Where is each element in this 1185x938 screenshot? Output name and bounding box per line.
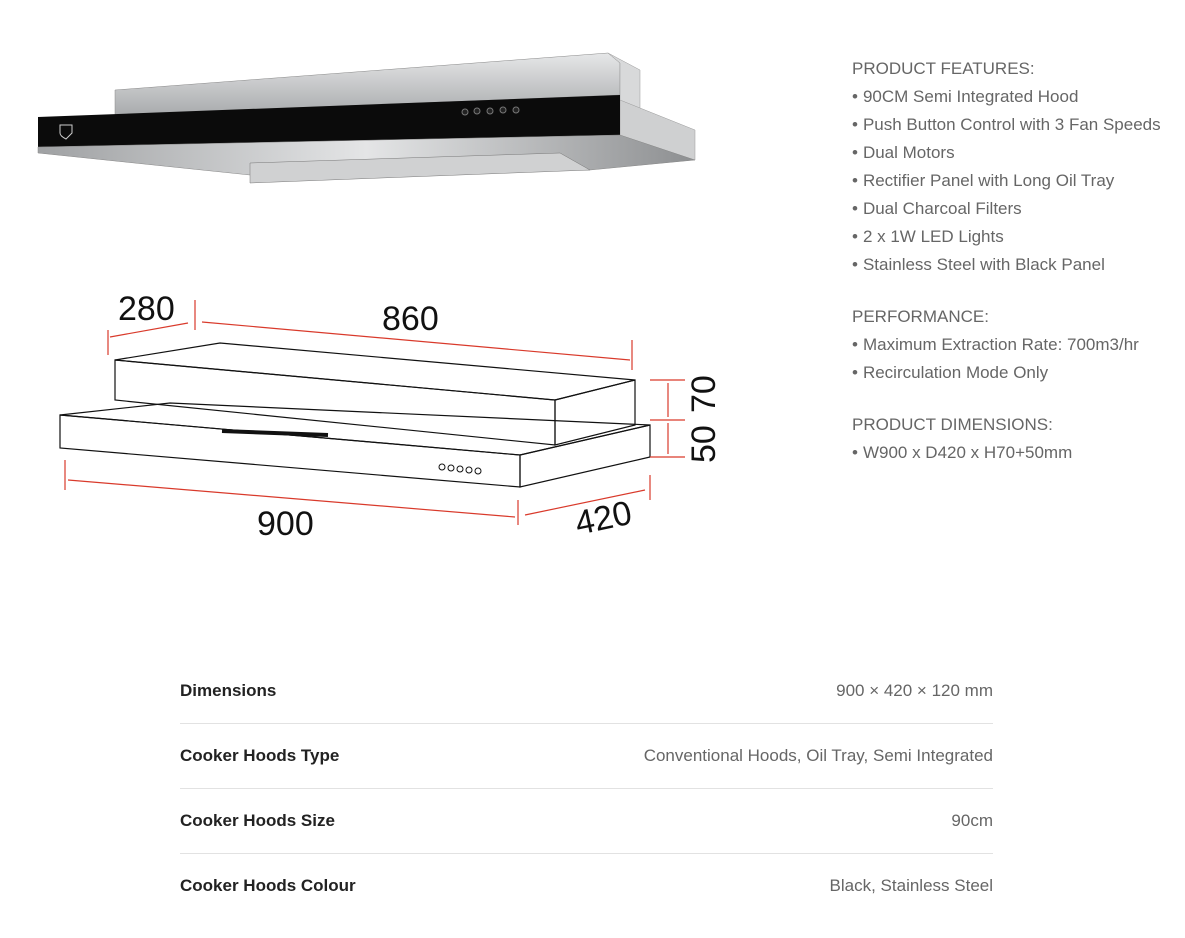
dim-420: 420 <box>572 494 635 543</box>
spec-label: Dimensions <box>180 681 277 700</box>
dim-70: 70 <box>685 375 723 413</box>
performance-list: Maximum Extraction Rate: 700m3/hr Recirc… <box>852 331 1161 387</box>
performance-heading: PERFORMANCE: <box>852 307 989 326</box>
list-item: Dual Charcoal Filters <box>852 195 1161 223</box>
dimensions-heading: PRODUCT DIMENSIONS: <box>852 415 1053 434</box>
spec-value: 900 × 420 × 120 mm <box>836 681 993 700</box>
list-item: W900 x D420 x H70+50mm <box>852 439 1161 467</box>
list-item: Dual Motors <box>852 139 1161 167</box>
table-row: Cooker Hoods Type Conventional Hoods, Oil… <box>180 724 993 789</box>
features-list: 90CM Semi Integrated Hood Push Button Co… <box>852 83 1161 279</box>
spec-label: Cooker Hoods Colour <box>180 876 356 895</box>
spec-label: Cooker Hoods Size <box>180 811 335 830</box>
dimension-drawing: 280 860 70 50 900 420 <box>59 290 723 543</box>
table-row: Cooker Hoods Size 90cm <box>180 789 993 854</box>
list-item: Stainless Steel with Black Panel <box>852 251 1161 279</box>
list-item: Maximum Extraction Rate: 700m3/hr <box>852 331 1161 359</box>
features-panel: PRODUCT FEATURES: 90CM Semi Integrated H… <box>852 55 1161 467</box>
list-item: Recirculation Mode Only <box>852 359 1161 387</box>
dim-280: 280 <box>118 290 175 328</box>
table-row: Cooker Hoods Colour Black, Stainless Stee… <box>180 854 993 918</box>
dim-50: 50 <box>685 425 723 463</box>
product-photo <box>37 52 696 184</box>
features-heading: PRODUCT FEATURES: <box>852 59 1035 78</box>
table-row: Dimensions 900 × 420 × 120 mm <box>180 659 993 724</box>
spec-value: 90cm <box>951 811 993 830</box>
dimensions-list: W900 x D420 x H70+50mm <box>852 439 1161 467</box>
dim-900: 900 <box>257 505 314 543</box>
dim-860: 860 <box>382 300 439 338</box>
dimension-arrows <box>64 300 685 525</box>
brand-logo <box>59 124 73 140</box>
spec-value: Conventional Hoods, Oil Tray, Semi Integ… <box>643 746 993 765</box>
list-item: 90CM Semi Integrated Hood <box>852 83 1161 111</box>
spec-table: Dimensions 900 × 420 × 120 mm Cooker Hood… <box>180 659 993 918</box>
spec-value: Black, Stainless Steel <box>829 876 993 895</box>
list-item: 2 x 1W LED Lights <box>852 223 1161 251</box>
list-item: Rectifier Panel with Long Oil Tray <box>852 167 1161 195</box>
spec-label: Cooker Hoods Type <box>180 746 340 765</box>
control-buttons <box>461 106 520 116</box>
list-item: Push Button Control with 3 Fan Speeds <box>852 111 1161 139</box>
